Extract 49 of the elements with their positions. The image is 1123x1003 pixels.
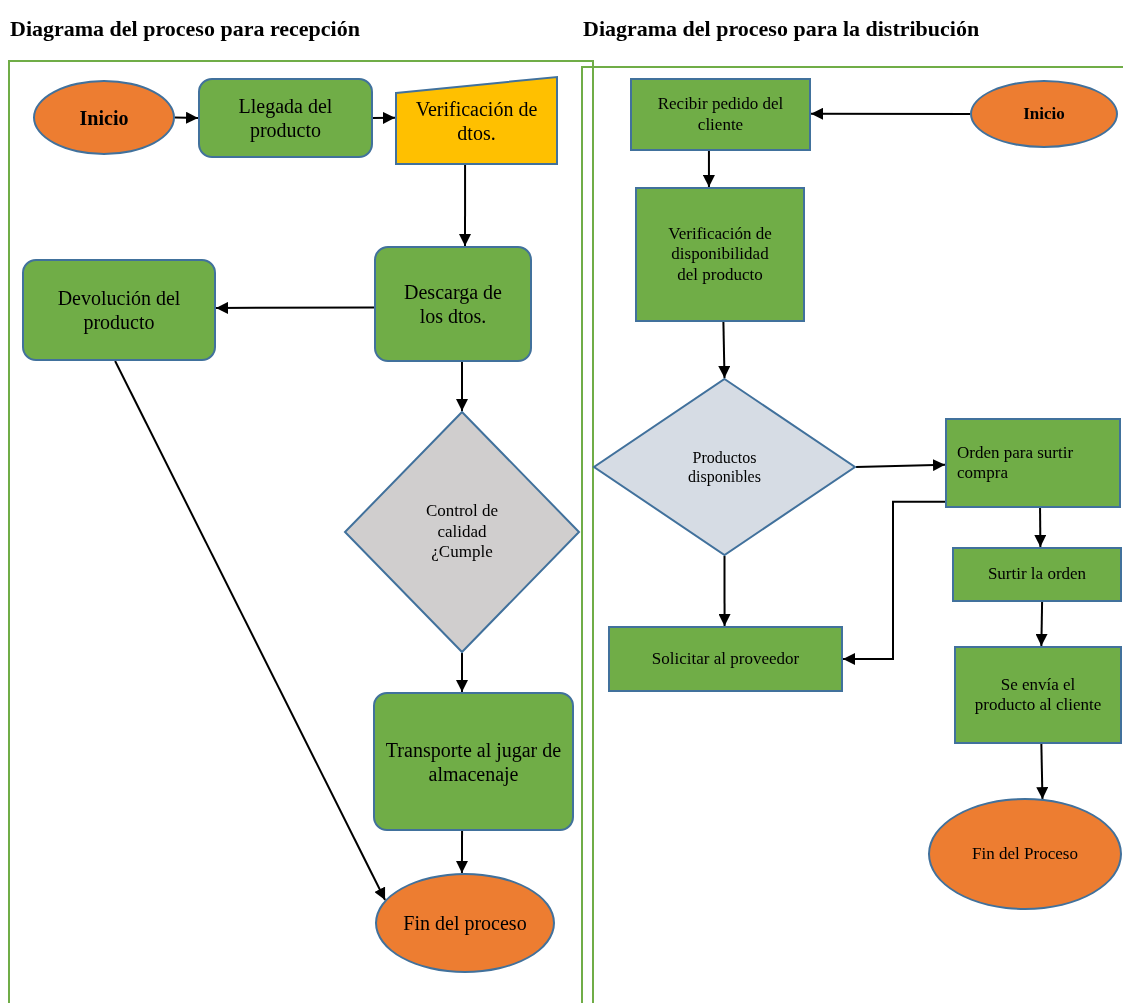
arrow xyxy=(1035,601,1048,647)
process-box xyxy=(198,78,373,158)
process-box xyxy=(945,418,1121,508)
panel-heading: Diagrama del proceso para recepción xyxy=(10,16,360,42)
process-box xyxy=(635,187,805,322)
arrow xyxy=(459,164,471,247)
arrow xyxy=(855,459,946,472)
arrow xyxy=(114,360,387,901)
node-label: Surtir la orden xyxy=(987,564,1087,585)
arrow xyxy=(810,107,971,120)
decision-diamond xyxy=(593,378,856,556)
node-label: Se envía el producto al cliente xyxy=(973,674,1103,716)
process-box xyxy=(954,646,1122,744)
arrow xyxy=(1034,507,1047,548)
process-box xyxy=(373,692,574,831)
node-label: Devolución del producto xyxy=(56,286,182,334)
node-label: Inicio xyxy=(1023,103,1065,125)
node-label: Solicitar al proveedor xyxy=(651,648,800,670)
process-box xyxy=(952,547,1122,602)
arrow xyxy=(456,652,469,693)
arrow xyxy=(718,321,731,379)
node-label: Fin del proceso xyxy=(403,911,527,935)
decision-diamond xyxy=(344,411,580,653)
node-label: Transporte al jugar de almacenaje xyxy=(385,737,562,786)
arrow xyxy=(456,361,468,412)
node-label: Verificación de dtos. xyxy=(414,96,539,145)
node-label: Descarga de los dtos. xyxy=(403,280,503,328)
process-box xyxy=(22,259,216,361)
arrow xyxy=(372,111,396,124)
node-label: Orden para surtir compra xyxy=(957,442,1075,484)
node-label: Fin del Proceso xyxy=(972,843,1078,865)
arrow xyxy=(215,301,375,314)
node-label: Productos disponibles xyxy=(687,447,762,487)
node-label: Inicio xyxy=(79,105,129,130)
arrow xyxy=(702,150,715,188)
panel-heading: Diagrama del proceso para la distribución xyxy=(583,16,980,42)
process-box xyxy=(608,626,843,692)
node-label: Llegada del producto xyxy=(237,94,334,142)
process-box xyxy=(374,246,532,362)
manual-input-shape xyxy=(395,76,558,165)
arrow xyxy=(718,555,731,627)
process-box xyxy=(630,78,811,151)
arrow xyxy=(1036,743,1049,801)
node-label: Verificación de disponibilidad del producto xyxy=(667,223,773,286)
arrow xyxy=(174,111,199,124)
node-label: Control de calidad ¿Cumple xyxy=(424,501,500,563)
arrow xyxy=(455,830,468,874)
arrow xyxy=(842,500,946,665)
node-label: Recibir pedido del cliente xyxy=(656,94,785,135)
